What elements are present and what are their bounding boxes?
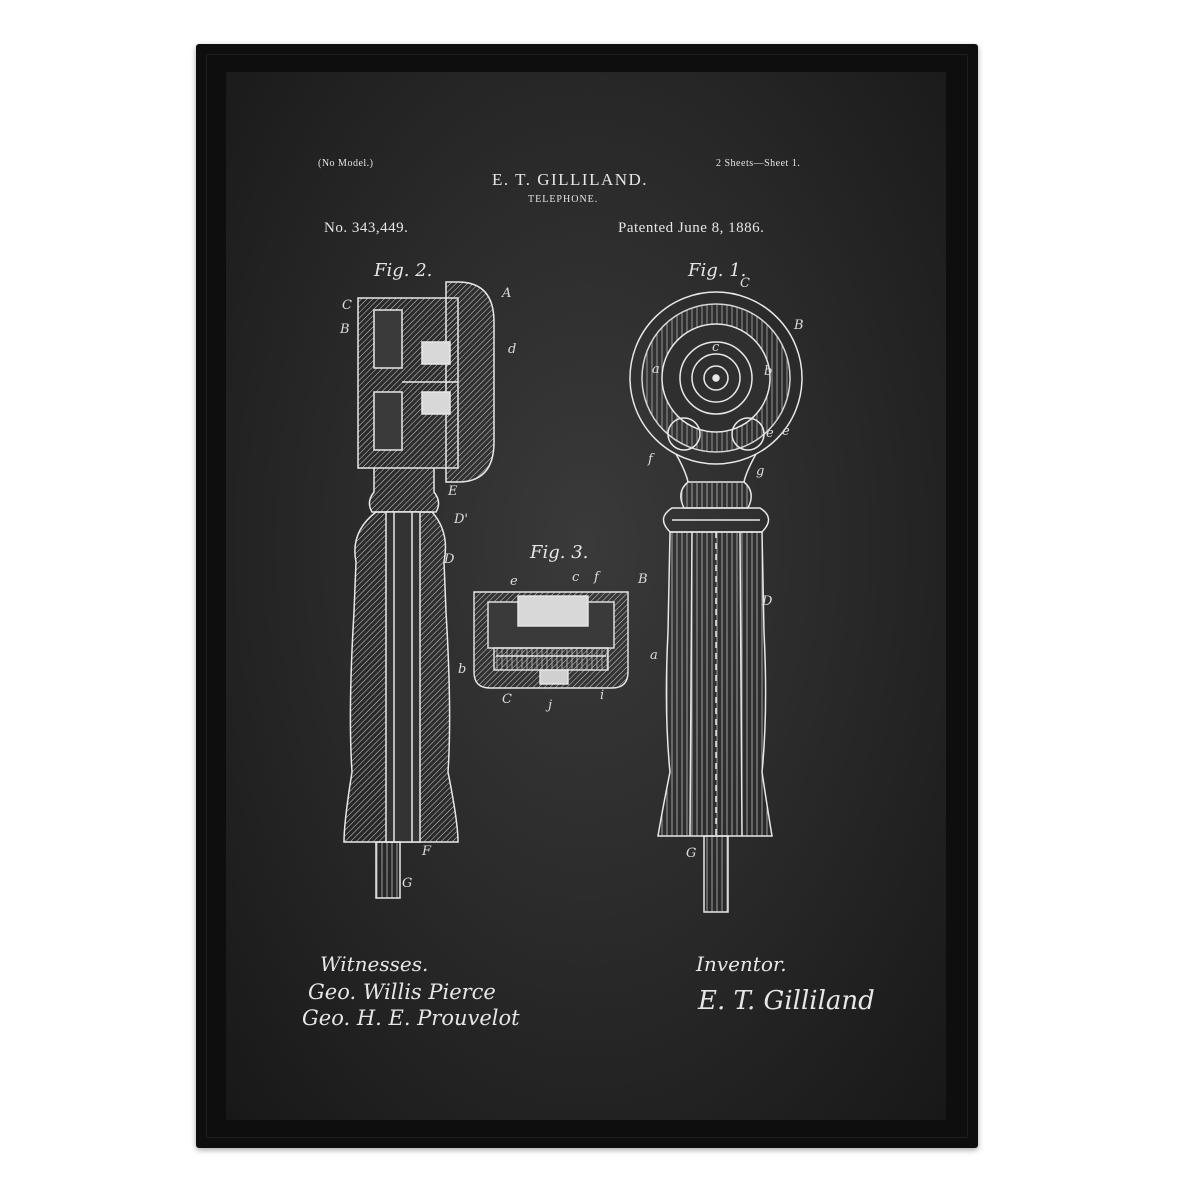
fig3-letter: e: [510, 574, 518, 589]
fig1-letter: C: [740, 276, 750, 291]
frame-inner-edge: [206, 54, 968, 1138]
sheets-text: 2 Sheets—Sheet 1.: [716, 158, 801, 169]
fig2-drawing: [343, 281, 495, 899]
fig2-letter: d: [508, 342, 517, 357]
fig2-letter: G: [402, 876, 413, 891]
fig3-letter: c: [572, 570, 580, 585]
fig2-letter: A: [502, 286, 512, 301]
witnesses-label: Witnesses.: [320, 952, 429, 976]
fig2-label: Fig. 2.: [374, 260, 433, 281]
patent-poster: (No Model.) E. T. GILLILAND. 2 Sheets—Sh…: [226, 72, 946, 1120]
fig1-letter: e: [766, 426, 774, 441]
fig2-letter: B: [340, 322, 350, 337]
fig1-letter: c: [712, 340, 720, 355]
fig2-letter: E: [448, 484, 458, 499]
fig2-letter: D': [454, 512, 468, 527]
patent-title: TELEPHONE.: [528, 194, 599, 205]
fig1-letter: b: [764, 364, 773, 379]
fig3-letter: b: [458, 662, 467, 677]
fig1-label: Fig. 1.: [688, 260, 747, 281]
fig3-label: Fig. 3.: [530, 542, 589, 563]
witness-signature-2: Geo. H. E. Prouvelot: [302, 1006, 520, 1030]
fig1-letter: f: [648, 452, 653, 467]
fig3-letter: i: [600, 688, 605, 703]
inventor-header: E. T. GILLILAND.: [492, 170, 649, 189]
fig2-letter: C: [342, 298, 352, 313]
patent-drawing: [343, 281, 803, 913]
fig1-letter: D: [762, 594, 773, 609]
fig1-drawing: [629, 291, 803, 913]
fig2-letter: D: [444, 552, 455, 567]
patent-number: No. 343,449.: [324, 220, 409, 236]
fig1-letter: g: [756, 464, 765, 479]
fig3-drawing: [473, 591, 629, 689]
fig3-letter: j: [548, 698, 553, 713]
fig3-letter: a: [650, 648, 658, 663]
witness-signature-1: Geo. Willis Pierce: [308, 980, 496, 1004]
inventor-signature: E. T. Gilliland: [698, 986, 875, 1016]
fig3-letter: f: [594, 570, 599, 585]
fig2-letter: F: [422, 844, 432, 859]
no-model-text: (No Model.): [318, 158, 374, 169]
patent-date: Patented June 8, 1886.: [618, 220, 765, 236]
fig1-letter: B: [794, 318, 804, 333]
fig3-letter: C: [502, 692, 512, 707]
fig3-letter: B: [638, 572, 648, 587]
fig1-letter: G: [686, 846, 697, 861]
inventor-label: Inventor.: [696, 952, 787, 976]
fig1-letter: e: [782, 424, 790, 439]
fig1-letter: a: [652, 362, 660, 377]
